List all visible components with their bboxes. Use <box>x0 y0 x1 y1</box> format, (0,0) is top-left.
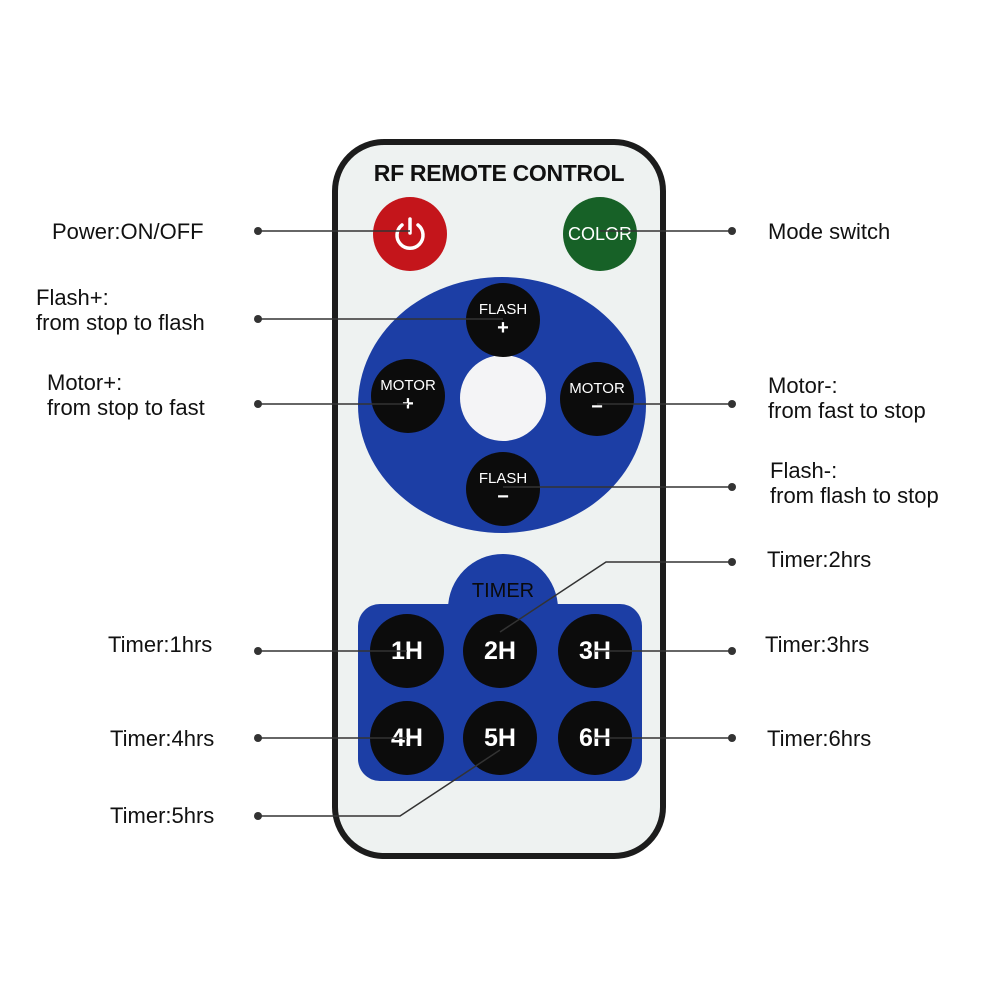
callout-timer2: Timer:2hrs <box>767 547 872 572</box>
power-button[interactable] <box>373 197 447 271</box>
motor-minus-button[interactable]: MOTOR − <box>560 362 634 436</box>
flash-minus-button[interactable]: FLASH − <box>466 452 540 526</box>
callout-timer5: Timer:5hrs <box>110 803 215 828</box>
dot-flash-minus <box>728 483 736 491</box>
flash-minus-sign: − <box>497 486 509 508</box>
timer-1h-button[interactable]: 1H <box>370 614 444 688</box>
motor-minus-sign: − <box>591 396 603 418</box>
callout-motor-minus-desc: from fast to stop <box>768 398 926 423</box>
timer-5h-button[interactable]: 5H <box>463 701 537 775</box>
color-button[interactable]: COLOR <box>563 197 637 271</box>
callout-flash-minus-desc: from flash to stop <box>770 483 939 508</box>
power-icon <box>395 217 425 250</box>
flash-plus-sign: + <box>497 317 509 339</box>
dot-motor-plus <box>254 400 262 408</box>
timer-label: TIMER <box>471 580 535 602</box>
dot-timer4 <box>254 734 262 742</box>
callout-flash-minus: Flash-: from flash to stop <box>770 458 939 508</box>
dot-motor-minus <box>728 400 736 408</box>
dot-mode <box>728 227 736 235</box>
motor-minus-label: MOTOR <box>569 380 625 397</box>
motor-plus-label: MOTOR <box>380 377 436 394</box>
callout-flash-minus-title: Flash-: <box>770 458 838 483</box>
callout-motor-minus-title: Motor-: <box>768 373 838 398</box>
dot-timer1 <box>254 647 262 655</box>
timer-6h-button[interactable]: 6H <box>558 701 632 775</box>
callout-motor-plus-desc: from stop to fast <box>47 395 205 420</box>
callout-flash-plus-title: Flash+: <box>36 285 109 310</box>
callout-power: Power:ON/OFF <box>52 219 204 244</box>
center-light <box>460 355 546 441</box>
motor-plus-sign: + <box>402 393 414 415</box>
timer-2h-button[interactable]: 2H <box>463 614 537 688</box>
timer-4h-button[interactable]: 4H <box>370 701 444 775</box>
callout-motor-plus-title: Motor+: <box>47 370 123 395</box>
dot-timer6 <box>728 734 736 742</box>
motor-plus-button[interactable]: MOTOR + <box>371 359 445 433</box>
callout-timer6: Timer:6hrs <box>767 726 872 751</box>
dot-timer5 <box>254 812 262 820</box>
callout-flash-plus-desc: from stop to flash <box>36 310 205 335</box>
callout-motor-minus: Motor-: from fast to stop <box>768 373 926 423</box>
callout-flash-plus: Flash+: from stop to flash <box>36 285 205 335</box>
callout-timer1: Timer:1hrs <box>108 632 213 657</box>
timer-3h-button[interactable]: 3H <box>558 614 632 688</box>
dot-power <box>254 227 262 235</box>
dot-timer3 <box>728 647 736 655</box>
callout-timer4: Timer:4hrs <box>110 726 215 751</box>
dot-timer2 <box>728 558 736 566</box>
callout-timer3: Timer:3hrs <box>765 632 870 657</box>
flash-plus-button[interactable]: FLASH + <box>466 283 540 357</box>
flash-plus-label: FLASH <box>478 301 528 318</box>
flash-minus-label: FLASH <box>478 470 528 487</box>
dot-flash-plus <box>254 315 262 323</box>
callout-mode: Mode switch <box>768 219 891 244</box>
remote-title: RF REMOTE CONTROL <box>373 160 625 186</box>
callout-motor-plus: Motor+: from stop to fast <box>47 370 205 420</box>
